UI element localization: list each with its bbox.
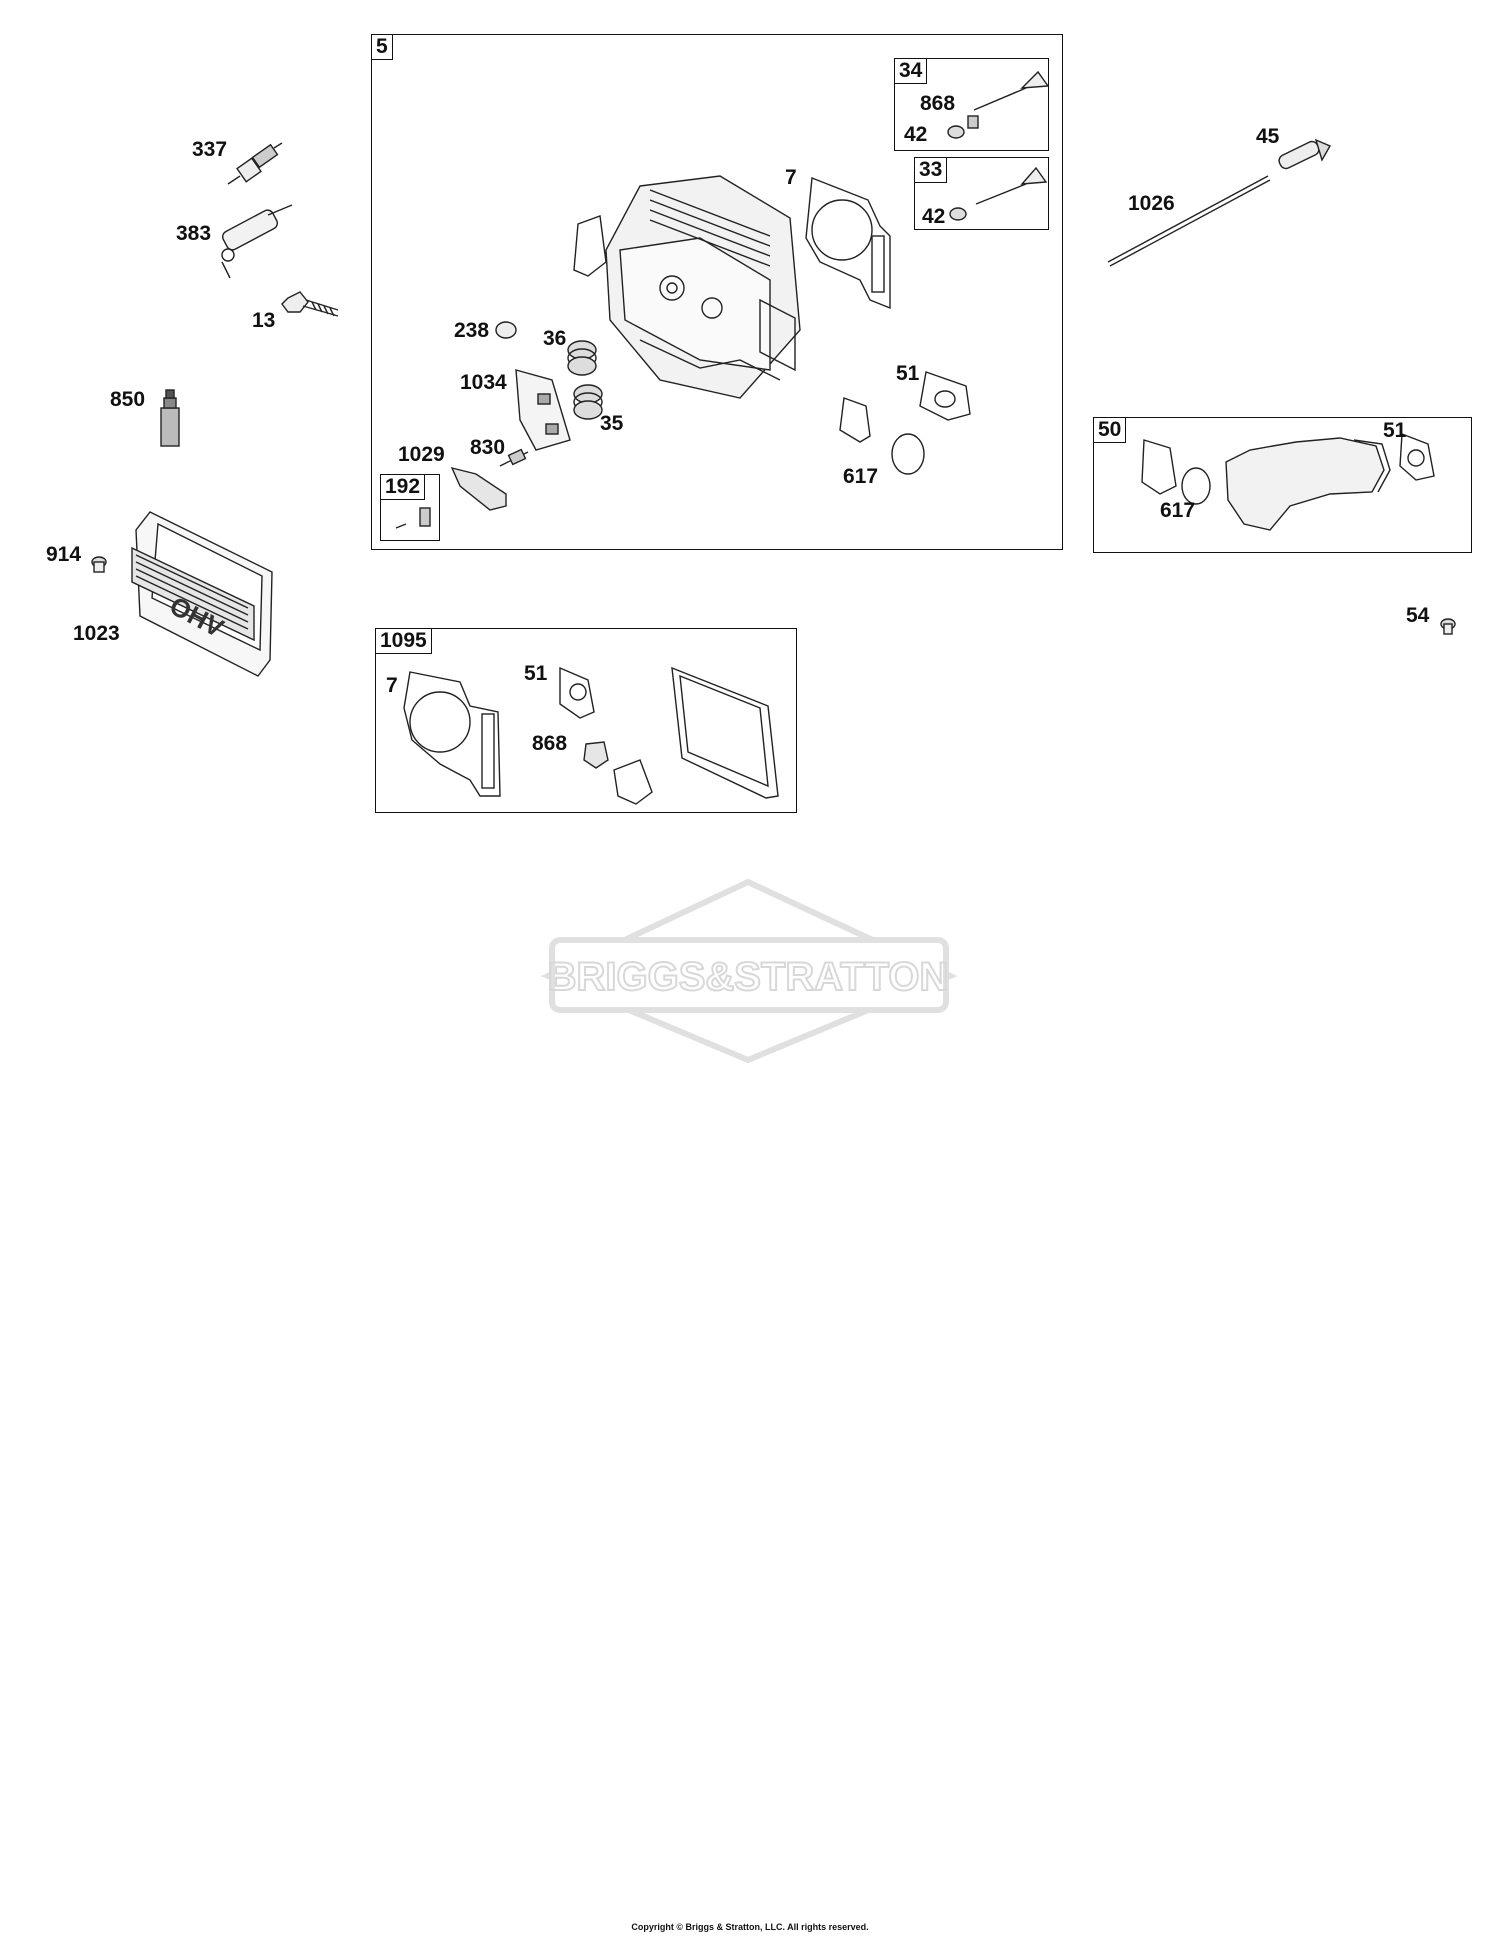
part-label-13: 13 [252,309,276,332]
cylinder-head-icon [605,175,801,399]
box-label: 5 [372,35,393,60]
tappet-icon [1278,138,1331,170]
valve-seal-icon [583,741,609,769]
intake-manifold-icon [1225,437,1391,531]
adjusting-screw-icon [395,507,431,529]
part-label-617: 617 [1160,499,1196,522]
part-label-36: 36 [543,327,567,350]
copyright-footer: Copyright © Briggs & Stratton, LLC. All … [631,1922,869,1932]
rocker-arm-icon [450,466,507,511]
exhaust-gasket-icon [919,371,971,421]
box-label: 192 [381,475,426,500]
part-label-830: 830 [470,436,506,459]
part-label-238: 238 [454,319,490,342]
part-label-337: 337 [192,138,228,161]
o-ring-icon [891,433,925,475]
box-intake-valve: 33 [914,157,1049,230]
box-cylinder-head-assembly: 5 [371,34,1063,550]
box-label: 33 [915,158,948,183]
valve-spring-icon [567,340,597,376]
box-label: 50 [1094,418,1127,443]
head-gasket-icon [805,177,891,310]
part-label-42: 42 [922,205,946,228]
gasket-icon [839,397,871,443]
part-label-383: 383 [176,222,212,245]
valve-cover-icon [131,511,273,677]
box-intake-manifold: 50 [1093,417,1472,553]
breather-plate-icon [515,369,571,451]
screw-icon [91,556,107,573]
part-label-45: 45 [1256,125,1280,148]
brand-watermark [540,878,958,1064]
part-label-35: 35 [600,412,624,435]
part-label-7: 7 [386,674,398,697]
exhaust-gasket-icon [559,666,595,719]
o-ring-icon [1181,467,1211,505]
part-label-1034: 1034 [460,371,507,394]
part-label-1029: 1029 [398,443,445,466]
part-label-51: 51 [524,662,548,685]
box-rocker-stud: 192 [380,474,440,541]
gasket-icon [573,215,607,277]
head-gasket-icon [403,671,501,797]
sealant-tube-icon [160,389,180,447]
part-label-1023: 1023 [73,622,120,645]
part-label-51: 51 [896,362,920,385]
exhaust-valve-icon [947,70,1050,139]
valve-cover-gasket-icon [671,666,779,799]
valve-spring-icon [573,384,603,420]
part-label-850: 850 [110,388,146,411]
part-label-51: 51 [1383,419,1407,442]
screw-icon [1440,618,1456,635]
gasket-icon [1141,439,1177,495]
rocker-stud-icon [499,448,529,467]
part-label-868: 868 [532,732,568,755]
box-label: 1095 [376,629,432,654]
watermark-text: BRIGGS&STRATTON [548,955,949,999]
part-label-54: 54 [1406,604,1430,627]
bolt-icon [281,291,339,317]
part-label-914: 914 [46,543,82,566]
part-label-7: 7 [785,166,797,189]
box-gasket-set: 1095 [375,628,797,813]
part-label-1026: 1026 [1128,192,1175,215]
push-rod-icon [1107,175,1271,267]
gasket-icon [1399,433,1435,481]
part-label-617: 617 [843,465,879,488]
intake-valve-icon [949,166,1048,221]
part-label-868: 868 [920,92,956,115]
ignition-coil-icon [221,204,293,279]
box-exhaust-valve: 34 [894,58,1049,151]
part-label-42: 42 [904,123,928,146]
spark-plug-icon [227,142,283,185]
gasket-icon [613,759,653,805]
box-label: 34 [895,59,928,84]
valve-cap-icon [495,321,517,339]
